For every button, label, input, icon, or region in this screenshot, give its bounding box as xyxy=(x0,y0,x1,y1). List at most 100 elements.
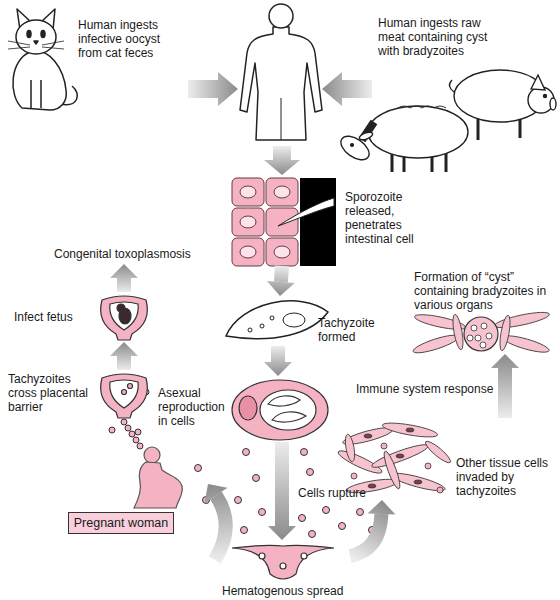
tissue-fibers xyxy=(396,454,404,458)
stage-cat: Human ingests infective oocyst from cat … xyxy=(4,4,182,114)
stage-caption: Formation of “cyst” containing bradyzoit… xyxy=(414,270,552,312)
tachyzoite-drawing xyxy=(283,313,305,327)
intestinal-cells xyxy=(232,238,264,266)
label-box: Pregnant woman xyxy=(68,512,174,534)
tachyzoite-dot xyxy=(125,425,131,431)
pig-drawing xyxy=(544,95,547,98)
tachyzoite-drawing xyxy=(226,301,328,339)
blood-vessel xyxy=(259,553,265,559)
arrow-head xyxy=(491,354,519,368)
blood-vessel xyxy=(232,545,334,579)
intestinal-cells xyxy=(300,178,336,266)
flow-arrow xyxy=(267,266,295,296)
intestinal-cells xyxy=(274,186,290,198)
blood-vessel xyxy=(301,553,307,559)
tachyzoite-drawing xyxy=(248,328,252,332)
tachyzoite-trail xyxy=(121,419,143,449)
sheep-drawing xyxy=(398,106,446,108)
stage-caption: Congenital toxoplasmosis xyxy=(54,247,200,261)
tachyzoite-drawing xyxy=(270,316,274,320)
stage-placenta: Tachyzoites cross placental barrier xyxy=(6,370,156,422)
tissue-fibers xyxy=(368,484,376,488)
cat-drawing xyxy=(13,51,66,110)
tachyzoite-dot xyxy=(195,465,202,472)
tissue-fibers xyxy=(414,480,422,484)
stage-caption: Asexual reproduction in cells xyxy=(158,386,232,428)
intestinal-cells xyxy=(232,178,336,266)
arrow-head xyxy=(267,281,295,296)
pregnant-silhouette xyxy=(134,462,182,508)
ingestion-arrow xyxy=(188,72,238,106)
cyst-tissue xyxy=(475,335,481,341)
stage-caption: Human ingests raw meat containing cyst w… xyxy=(378,16,496,58)
tissue-fibers xyxy=(364,434,372,438)
stage-cyst: Formation of “cyst” containing bradyzoit… xyxy=(410,268,556,354)
sheep-drawing xyxy=(358,131,373,141)
arrow-shaft xyxy=(117,356,131,370)
stage-meat: Human ingests raw meat containing cyst w… xyxy=(330,4,556,174)
tachyzoite-dot xyxy=(259,509,266,516)
sheep-drawing xyxy=(351,144,354,147)
cat-drawing xyxy=(8,9,77,110)
tissue-fibers xyxy=(344,434,357,463)
arrow-shaft xyxy=(271,346,285,362)
arrow-shaft xyxy=(275,442,289,526)
flow-arrow xyxy=(350,500,395,556)
tachyzoite-dot xyxy=(133,437,139,443)
stage-caption: Sporozoite released, penetrates intestin… xyxy=(345,190,429,246)
tachyzoite-dot xyxy=(299,515,306,522)
stage-pregnant: Pregnant woman xyxy=(66,446,208,536)
tachyzoite-dot xyxy=(243,449,250,456)
tissue-fibers xyxy=(370,441,430,471)
uterus-drawing xyxy=(101,374,148,418)
blood-vessel xyxy=(232,545,334,579)
uterus-drawing xyxy=(101,374,148,418)
sheep-drawing xyxy=(337,106,468,172)
stage-reproduction: Asexual reproduction in cells xyxy=(154,376,330,442)
stage-intestine: Sporozoite released, penetrates intestin… xyxy=(230,176,430,266)
arrow-shaft xyxy=(350,514,381,556)
edge-label: Cells rupture xyxy=(298,486,366,500)
arrow-head xyxy=(110,264,138,278)
intestinal-cells xyxy=(240,186,256,198)
uterus-drawing xyxy=(128,384,133,389)
tissue-fibers xyxy=(382,420,439,440)
uterus-fetus xyxy=(101,296,148,340)
stage-caption: Other tissue cells invaded by tachyzoite… xyxy=(456,456,554,498)
intestinal-cells xyxy=(278,198,334,226)
human-figure xyxy=(269,4,293,28)
tachyzoite-dot xyxy=(339,523,346,530)
tachyzoite-dot xyxy=(135,429,141,435)
ingestion-arrow xyxy=(264,146,300,175)
infected-cell xyxy=(232,380,328,440)
stage-tissue: Other tissue cells invaded by tachyzoite… xyxy=(338,418,556,500)
tachyzoite-dot xyxy=(235,497,242,504)
cyst-tissue xyxy=(481,323,487,329)
human-figure xyxy=(240,27,322,140)
arrow-head xyxy=(204,484,227,503)
pig-drawing xyxy=(449,80,454,92)
tachyzoite-drawing xyxy=(260,324,264,328)
cyst-tissue xyxy=(486,333,492,339)
arrow-head xyxy=(264,362,292,376)
cyst-tissue xyxy=(451,314,465,351)
tissue-fibers xyxy=(381,443,387,449)
tachyzoite-dot xyxy=(301,449,308,456)
flow-arrow xyxy=(110,342,138,370)
infected-cell xyxy=(232,380,328,440)
human-figure xyxy=(240,4,322,140)
stage-outcome: Congenital toxoplasmosis xyxy=(50,246,200,264)
sheep-drawing xyxy=(337,131,374,164)
stage-blood: Hematogenous spread xyxy=(215,540,350,598)
cat-drawing xyxy=(27,31,31,38)
cyst-tissue xyxy=(412,332,461,356)
infected-cell xyxy=(272,412,306,422)
stage-caption: Human ingests infective oocyst from cat … xyxy=(78,18,178,60)
cat-drawing xyxy=(8,41,64,49)
stage-tachyzoite: Tachyzoite formed xyxy=(222,296,382,346)
arrow-shaft xyxy=(117,278,131,292)
arrow-head xyxy=(367,500,395,515)
infected-cell xyxy=(239,396,257,420)
tissue-fibers xyxy=(437,487,443,493)
arrow-shaft xyxy=(498,368,512,418)
